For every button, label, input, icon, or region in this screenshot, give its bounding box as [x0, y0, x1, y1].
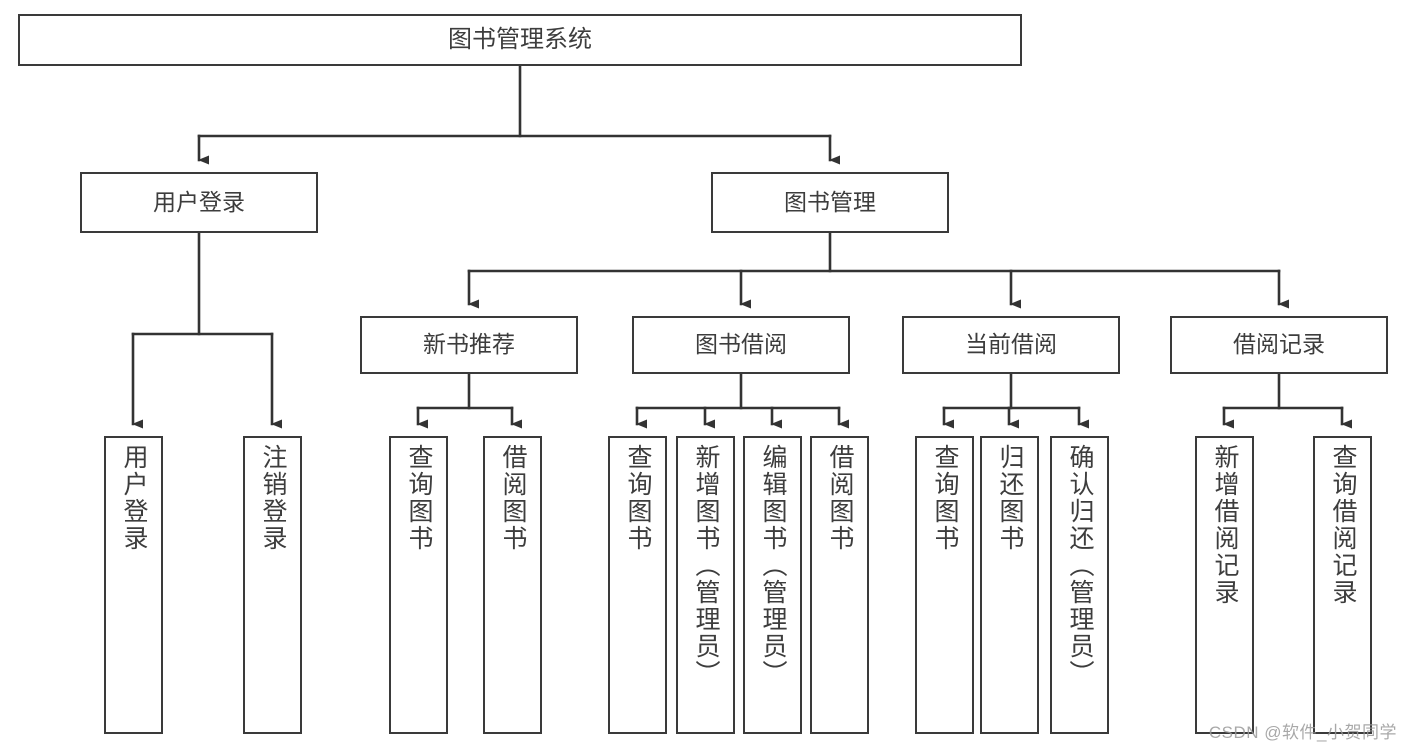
- node-book-management[interactable]: 图书管理: [711, 172, 949, 233]
- node-book-borrow[interactable]: 图书借阅: [632, 316, 850, 374]
- node-label: 查询借阅记录: [1329, 444, 1357, 606]
- node-label: 新增借阅记录: [1211, 444, 1239, 606]
- node-label: 图书借阅: [695, 331, 787, 358]
- leaf-book-borrow-add-admin[interactable]: 新增图书（管理员）: [676, 436, 735, 734]
- leaf-current-borrow-return[interactable]: 归还图书: [980, 436, 1039, 734]
- leaf-current-borrow-query[interactable]: 查询图书: [915, 436, 974, 734]
- node-label: 图书管理: [784, 188, 876, 215]
- node-label: 当前借阅: [965, 331, 1057, 358]
- leaf-new-book-borrow[interactable]: 借阅图书: [483, 436, 542, 734]
- leaf-records-add[interactable]: 新增借阅记录: [1195, 436, 1254, 734]
- watermark: CSDN @软件_小贺同学: [1208, 723, 1397, 742]
- leaf-book-borrow-query[interactable]: 查询图书: [608, 436, 667, 734]
- leaf-new-book-query[interactable]: 查询图书: [389, 436, 448, 734]
- node-label: 注销登录: [259, 444, 287, 552]
- leaf-current-borrow-confirm-return-admin[interactable]: 确认归还（管理员）: [1050, 436, 1109, 734]
- node-label: 借阅图书: [826, 444, 854, 552]
- node-label: 图书管理系统: [448, 25, 592, 53]
- leaf-user-login-signout[interactable]: 注销登录: [243, 436, 302, 734]
- leaf-book-borrow-borrow[interactable]: 借阅图书: [810, 436, 869, 734]
- node-label: 用户登录: [120, 444, 148, 552]
- node-new-book-recommend[interactable]: 新书推荐: [360, 316, 578, 374]
- leaf-user-login-signin[interactable]: 用户登录: [104, 436, 163, 734]
- node-root-book-management-system[interactable]: 图书管理系统: [18, 14, 1022, 66]
- node-label: 确认归还（管理员）: [1066, 444, 1094, 687]
- node-user-login[interactable]: 用户登录: [80, 172, 318, 233]
- node-label: 编辑图书（管理员）: [759, 444, 787, 687]
- node-label: 查询图书: [405, 444, 433, 552]
- node-label: 新增图书（管理员）: [692, 444, 720, 687]
- node-label: 借阅记录: [1233, 331, 1325, 358]
- leaf-book-borrow-edit-admin[interactable]: 编辑图书（管理员）: [743, 436, 802, 734]
- node-label: 借阅图书: [499, 444, 527, 552]
- node-label: 用户登录: [153, 188, 245, 215]
- node-label: 归还图书: [996, 444, 1024, 552]
- node-current-borrow[interactable]: 当前借阅: [902, 316, 1120, 374]
- node-label: 新书推荐: [423, 331, 515, 358]
- node-label: 查询图书: [624, 444, 652, 552]
- node-label: 查询图书: [931, 444, 959, 552]
- leaf-records-query[interactable]: 查询借阅记录: [1313, 436, 1372, 734]
- node-borrow-records[interactable]: 借阅记录: [1170, 316, 1388, 374]
